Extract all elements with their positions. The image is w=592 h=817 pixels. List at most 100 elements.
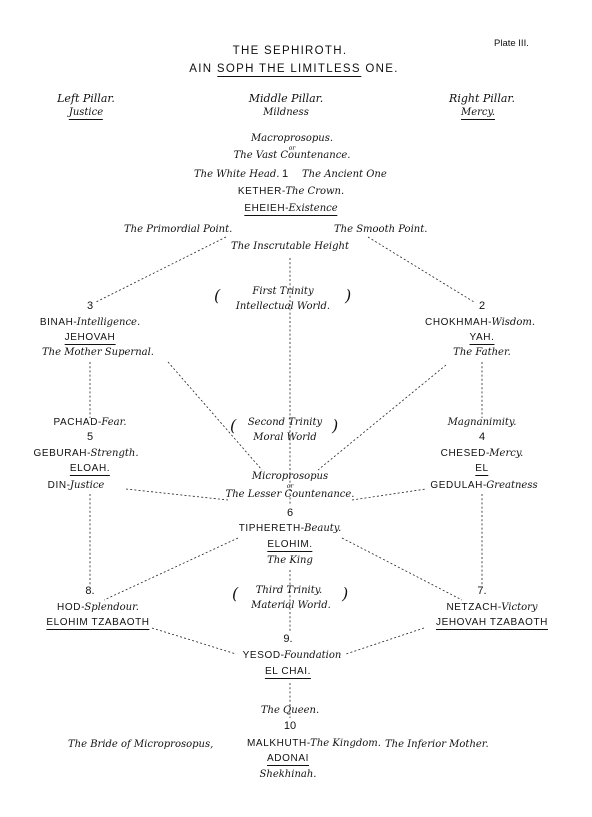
malkhuth-sep: - (306, 738, 311, 749)
gedulah-label: GEDULAH-Greatness (430, 481, 537, 491)
or-label-micro: or (286, 483, 294, 490)
chokhmah-divine-name: YAH. (469, 332, 495, 345)
first-trinity-open-paren: ( (214, 286, 221, 305)
geburah-label: GEBURAH-Strength. (33, 449, 138, 459)
geburah-meaning: Strength. (90, 448, 139, 459)
subtitle-soph: SOPH THE LIMITLESS (216, 63, 361, 77)
geburah-number: 5 (86, 431, 94, 443)
chesed-name: CHESED (440, 448, 486, 459)
white-head-label: The White Head. (194, 169, 280, 180)
malkhuth-label: MALKHUTH-The Kingdom. (247, 739, 381, 749)
chokhmah-label: CHOKHMAH-Wisdom. (425, 318, 535, 328)
path-kether-binah (95, 236, 227, 303)
tiphereth-name: TIPHERETH (238, 523, 301, 534)
chesed-number: 4 (478, 431, 486, 443)
din-name: DIN (47, 480, 67, 491)
binah-meaning: Intelligence. (76, 317, 141, 328)
macroprosopus-label: Macroprosopus. (250, 133, 334, 144)
ancient-one-label: The Ancient One (302, 169, 387, 180)
malkhuth-title: Shekhinah. (259, 769, 317, 780)
tiphereth-meaning: Beauty. (304, 523, 342, 534)
chesed-sep: - (485, 448, 490, 459)
kether-sep: - (281, 186, 286, 197)
chokhmah-title: The Father. (453, 347, 511, 358)
binah-label: BINAH-Intelligence. (40, 318, 140, 328)
tiphereth-divine-name: ELOHIM. (267, 539, 313, 552)
pachad-label: PACHAD-Fear. (53, 418, 126, 428)
bride-label: The Bride of Microprosopus, (68, 739, 214, 750)
netzach-sep: - (497, 602, 502, 613)
hod-sep: - (81, 602, 85, 613)
or-label-macro: or (288, 145, 296, 152)
malkhuth-name: MALKHUTH (247, 738, 307, 749)
second-trinity-line2: Moral World (253, 432, 317, 443)
din-meaning: Justice (70, 480, 105, 491)
eheieh-name: EHEIEH (244, 203, 286, 214)
middle-pillar-quality: Mildness (263, 107, 309, 118)
first-trinity-line1: First Trinity (252, 286, 314, 297)
microprosopus-label: Microprosopus (251, 471, 329, 482)
gedulah-sep: - (482, 480, 487, 491)
path-kether-chokhmah (367, 236, 475, 303)
path-hod-yesod (151, 627, 237, 655)
yesod-name: YESOD (242, 650, 281, 661)
chokhmah-number: 2 (478, 300, 486, 312)
page-title: THE SEPHIROTH. (232, 45, 348, 57)
netzach-number: 7. (477, 585, 487, 597)
third-trinity-line2: Material World. (251, 600, 331, 611)
queen-label: The Queen. (260, 705, 320, 716)
hod-name: HOD (57, 602, 82, 613)
kether-number: 1 (282, 168, 289, 180)
malkhuth-divine-name: ADONAI (267, 753, 309, 766)
chesed-label: CHESED-Mercy. (441, 449, 524, 459)
gedulah-name: GEDULAH (430, 480, 483, 491)
eheieh-meaning: Existence (288, 203, 338, 214)
left-pillar-name: Left Pillar. (57, 92, 115, 105)
chesed-meaning: Mercy. (489, 448, 524, 459)
yesod-sep: - (280, 650, 285, 661)
primordial-point-label: The Primordial Point. (124, 224, 233, 235)
subtitle-ain: AIN (189, 63, 213, 75)
second-trinity-open-paren: ( (230, 416, 237, 435)
tiphereth-sep: - (300, 523, 305, 534)
hod-number: 8. (85, 585, 95, 597)
hod-label: HOD-Splendour. (57, 603, 139, 613)
path-netzach-yesod (345, 627, 425, 655)
binah-name: BINAH (39, 317, 74, 328)
second-trinity-close-paren: ) (332, 416, 339, 435)
third-trinity-close-paren: ) (342, 584, 349, 603)
geburah-sep: - (87, 448, 91, 459)
path-tiphereth-hod (103, 537, 239, 601)
geburah-name: GEBURAH (33, 448, 88, 459)
binah-sep: - (73, 317, 77, 328)
first-trinity-line2: Intellectual World. (235, 301, 331, 312)
netzach-name: NETZACH (446, 602, 498, 613)
hod-divine-name: ELOHIM TZABAOTH (46, 617, 150, 630)
eheieh-sep: - (285, 203, 289, 214)
binah-number: 3 (86, 300, 94, 312)
path-binah-tiphereth (167, 361, 263, 471)
chesed-divine-name: EL (475, 463, 489, 476)
right-pillar-quality: Mercy. (460, 107, 496, 120)
vast-countenance-label: The Vast Countenance. (233, 150, 351, 161)
inscrutable-height-label: The Inscrutable Height (231, 241, 349, 252)
din-sep: - (66, 480, 71, 491)
yesod-number: 9. (283, 633, 293, 645)
pachad-meaning: Fear. (101, 417, 127, 428)
first-trinity-close-paren: ) (345, 286, 352, 305)
left-pillar-quality: Justice (68, 107, 104, 120)
path-tiphereth-netzach (341, 537, 463, 601)
yesod-divine-name: EL CHAI. (264, 666, 312, 679)
din-label: DIN-Justice (48, 481, 105, 491)
kether-label: KETHER-The Crown. (238, 187, 344, 197)
kether-meaning: The Crown. (285, 186, 345, 197)
tiphereth-label: TIPHERETH-Beauty. (239, 524, 342, 534)
hod-meaning: Splendour. (84, 602, 139, 613)
third-trinity-open-paren: ( (232, 584, 239, 603)
geburah-divine-name: ELOAH. (69, 463, 111, 476)
binah-title: The Mother Supernal. (42, 347, 154, 358)
lesser-countenance-label: The Lesser Countenance. (225, 489, 355, 500)
path-geburah-chesed-right (351, 488, 427, 501)
